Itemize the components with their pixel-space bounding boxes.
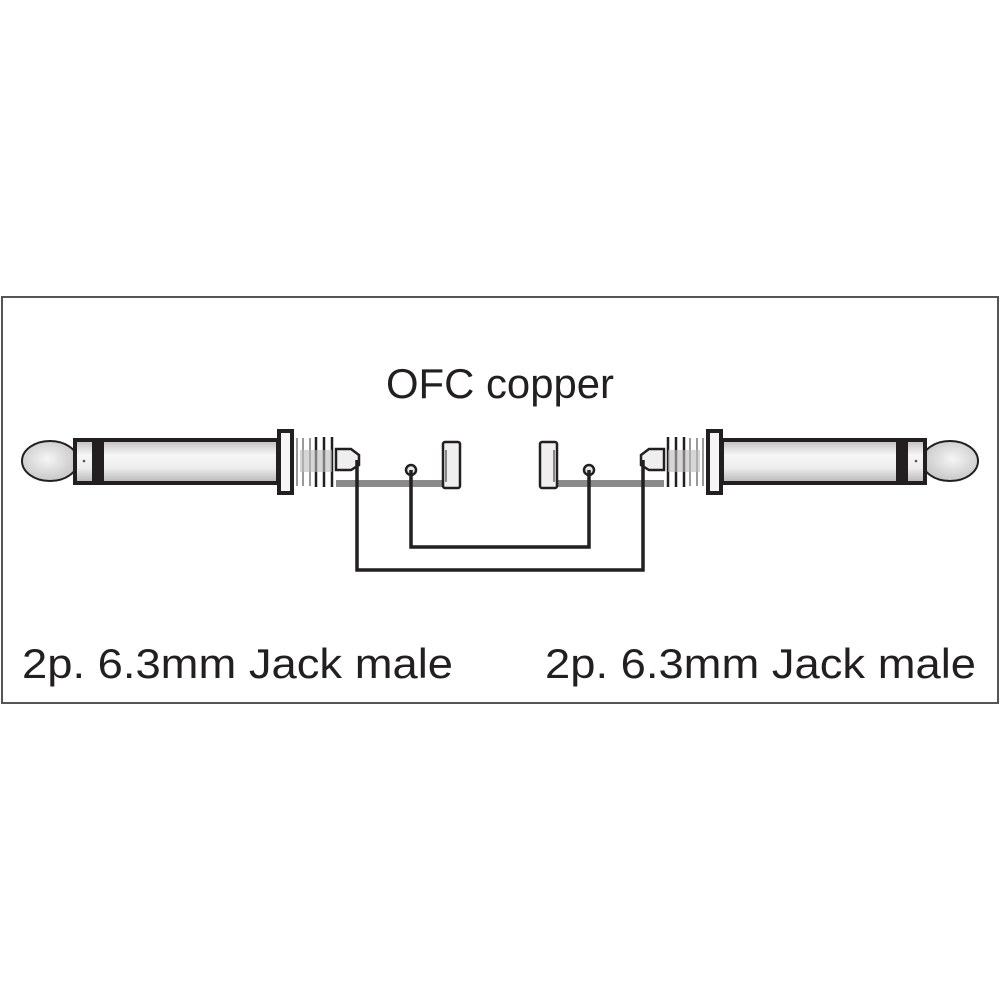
diagram-frame <box>1 296 999 704</box>
left-connector-label: 2p. 6.3mm Jack male <box>22 640 453 687</box>
cable-label: OFC copper <box>386 360 614 407</box>
wiring <box>355 460 645 572</box>
outer-wire <box>355 460 645 572</box>
inner-wire <box>409 470 591 549</box>
right-connector-label: 2p. 6.3mm Jack male <box>545 640 976 687</box>
